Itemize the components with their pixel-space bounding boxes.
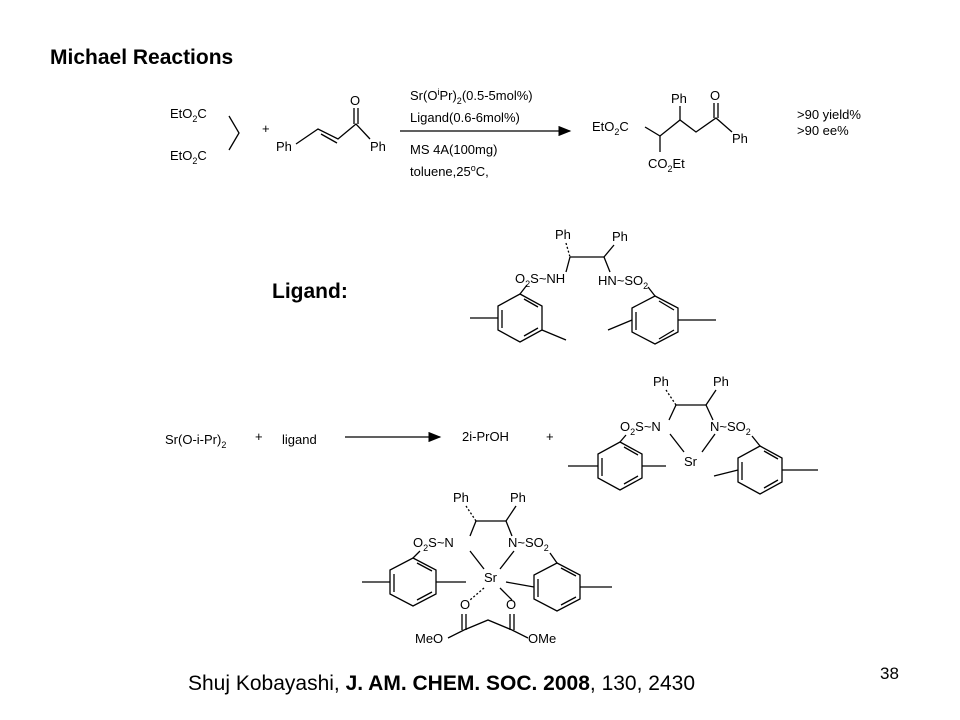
slide-title: Michael Reactions [50,46,234,69]
svg-text:O: O [460,597,470,612]
svg-text:Sr(OiPr)2(0.5-5mol%): Sr(OiPr)2(0.5-5mol%) [410,87,533,106]
svg-text:toluene,25oC,: toluene,25oC, [410,163,489,179]
svg-text:O2S~NH: O2S~NH [515,271,565,289]
ligand-label: Ligand: [272,280,348,303]
svg-text:HN~SO2: HN~SO2 [598,273,648,291]
svg-text:MS 4A(100mg): MS 4A(100mg) [410,142,497,157]
michael-reaction-scheme: EtO2C EtO2C + Ph O Ph Sr(OiPr)2(0.5-5mol… [170,87,861,179]
svg-text:Ph: Ph [510,490,526,505]
plus-sign: + [262,121,270,136]
svg-text:Ph: Ph [713,374,729,389]
svg-text:N~SO2: N~SO2 [710,419,751,437]
yield-text: >90 yield% [797,107,861,122]
svg-text:Ligand(0.6-6mol%): Ligand(0.6-6mol%) [410,110,520,125]
svg-text:Ph: Ph [732,131,748,146]
svg-text:EtO2C: EtO2C [170,148,207,166]
citation: Shuj Kobayashi, J. AM. CHEM. SOC. 2008, … [188,672,695,696]
svg-text:Ph: Ph [612,229,628,244]
plus-sign: + [546,429,554,444]
reaction-conditions: Sr(OiPr)2(0.5-5mol%) Ligand(0.6-6mol%) M… [400,87,572,179]
plus-sign: + [255,429,263,444]
svg-text:O: O [710,88,720,103]
page-number: 38 [880,664,899,683]
svg-text:Ph: Ph [453,490,469,505]
svg-text:Ph: Ph [653,374,669,389]
svg-text:Sr(O-i-Pr)2: Sr(O-i-Pr)2 [165,432,226,450]
diethyl-malonate-structure: EtO2C EtO2C [170,106,240,166]
svg-text:ligand: ligand [282,432,317,447]
michael-product-structure: EtO2C CO2Et Ph O Ph [592,88,748,174]
svg-text:Sr: Sr [684,454,698,469]
svg-text:EtO2C: EtO2C [170,106,207,124]
ee-text: >90 ee% [797,123,849,138]
svg-text:OMe: OMe [528,631,556,646]
svg-text:Ph: Ph [555,227,571,242]
svg-text:O2S~N: O2S~N [413,535,454,553]
citation-authors: Shuj Kobayashi, [188,672,346,695]
strontium-ligand-complex: Ph Ph O2S~N N~SO2 Sr [568,374,818,495]
svg-text:O2S~N: O2S~N [620,419,661,437]
svg-text:N~SO2: N~SO2 [508,535,549,553]
citation-journal: J. AM. CHEM. SOC. 2008 [345,672,590,695]
citation-volume-pages: , 130, 2430 [589,672,695,695]
svg-text:O: O [506,597,516,612]
svg-text:Sr: Sr [484,570,498,585]
svg-text:2i-PrOH: 2i-PrOH [462,429,509,444]
chalcone-structure: Ph O Ph [276,93,386,154]
svg-text:Ph: Ph [370,139,386,154]
malonate-sr-complex: Ph Ph O2S~N N~SO2 Sr O O [362,490,612,646]
svg-text:Ph: Ph [276,139,292,154]
ligand-structure: Ph Ph O2S~NH HN~SO2 [470,227,716,345]
svg-text:MeO: MeO [415,631,443,646]
svg-text:Ph: Ph [671,91,687,106]
svg-text:EtO2C: EtO2C [592,119,629,137]
svg-text:CO2Et: CO2Et [648,156,685,174]
svg-text:O: O [350,93,360,108]
complex-formation-scheme: Sr(O-i-Pr)2 + ligand 2i-PrOH + Ph Ph O2S… [165,374,818,495]
